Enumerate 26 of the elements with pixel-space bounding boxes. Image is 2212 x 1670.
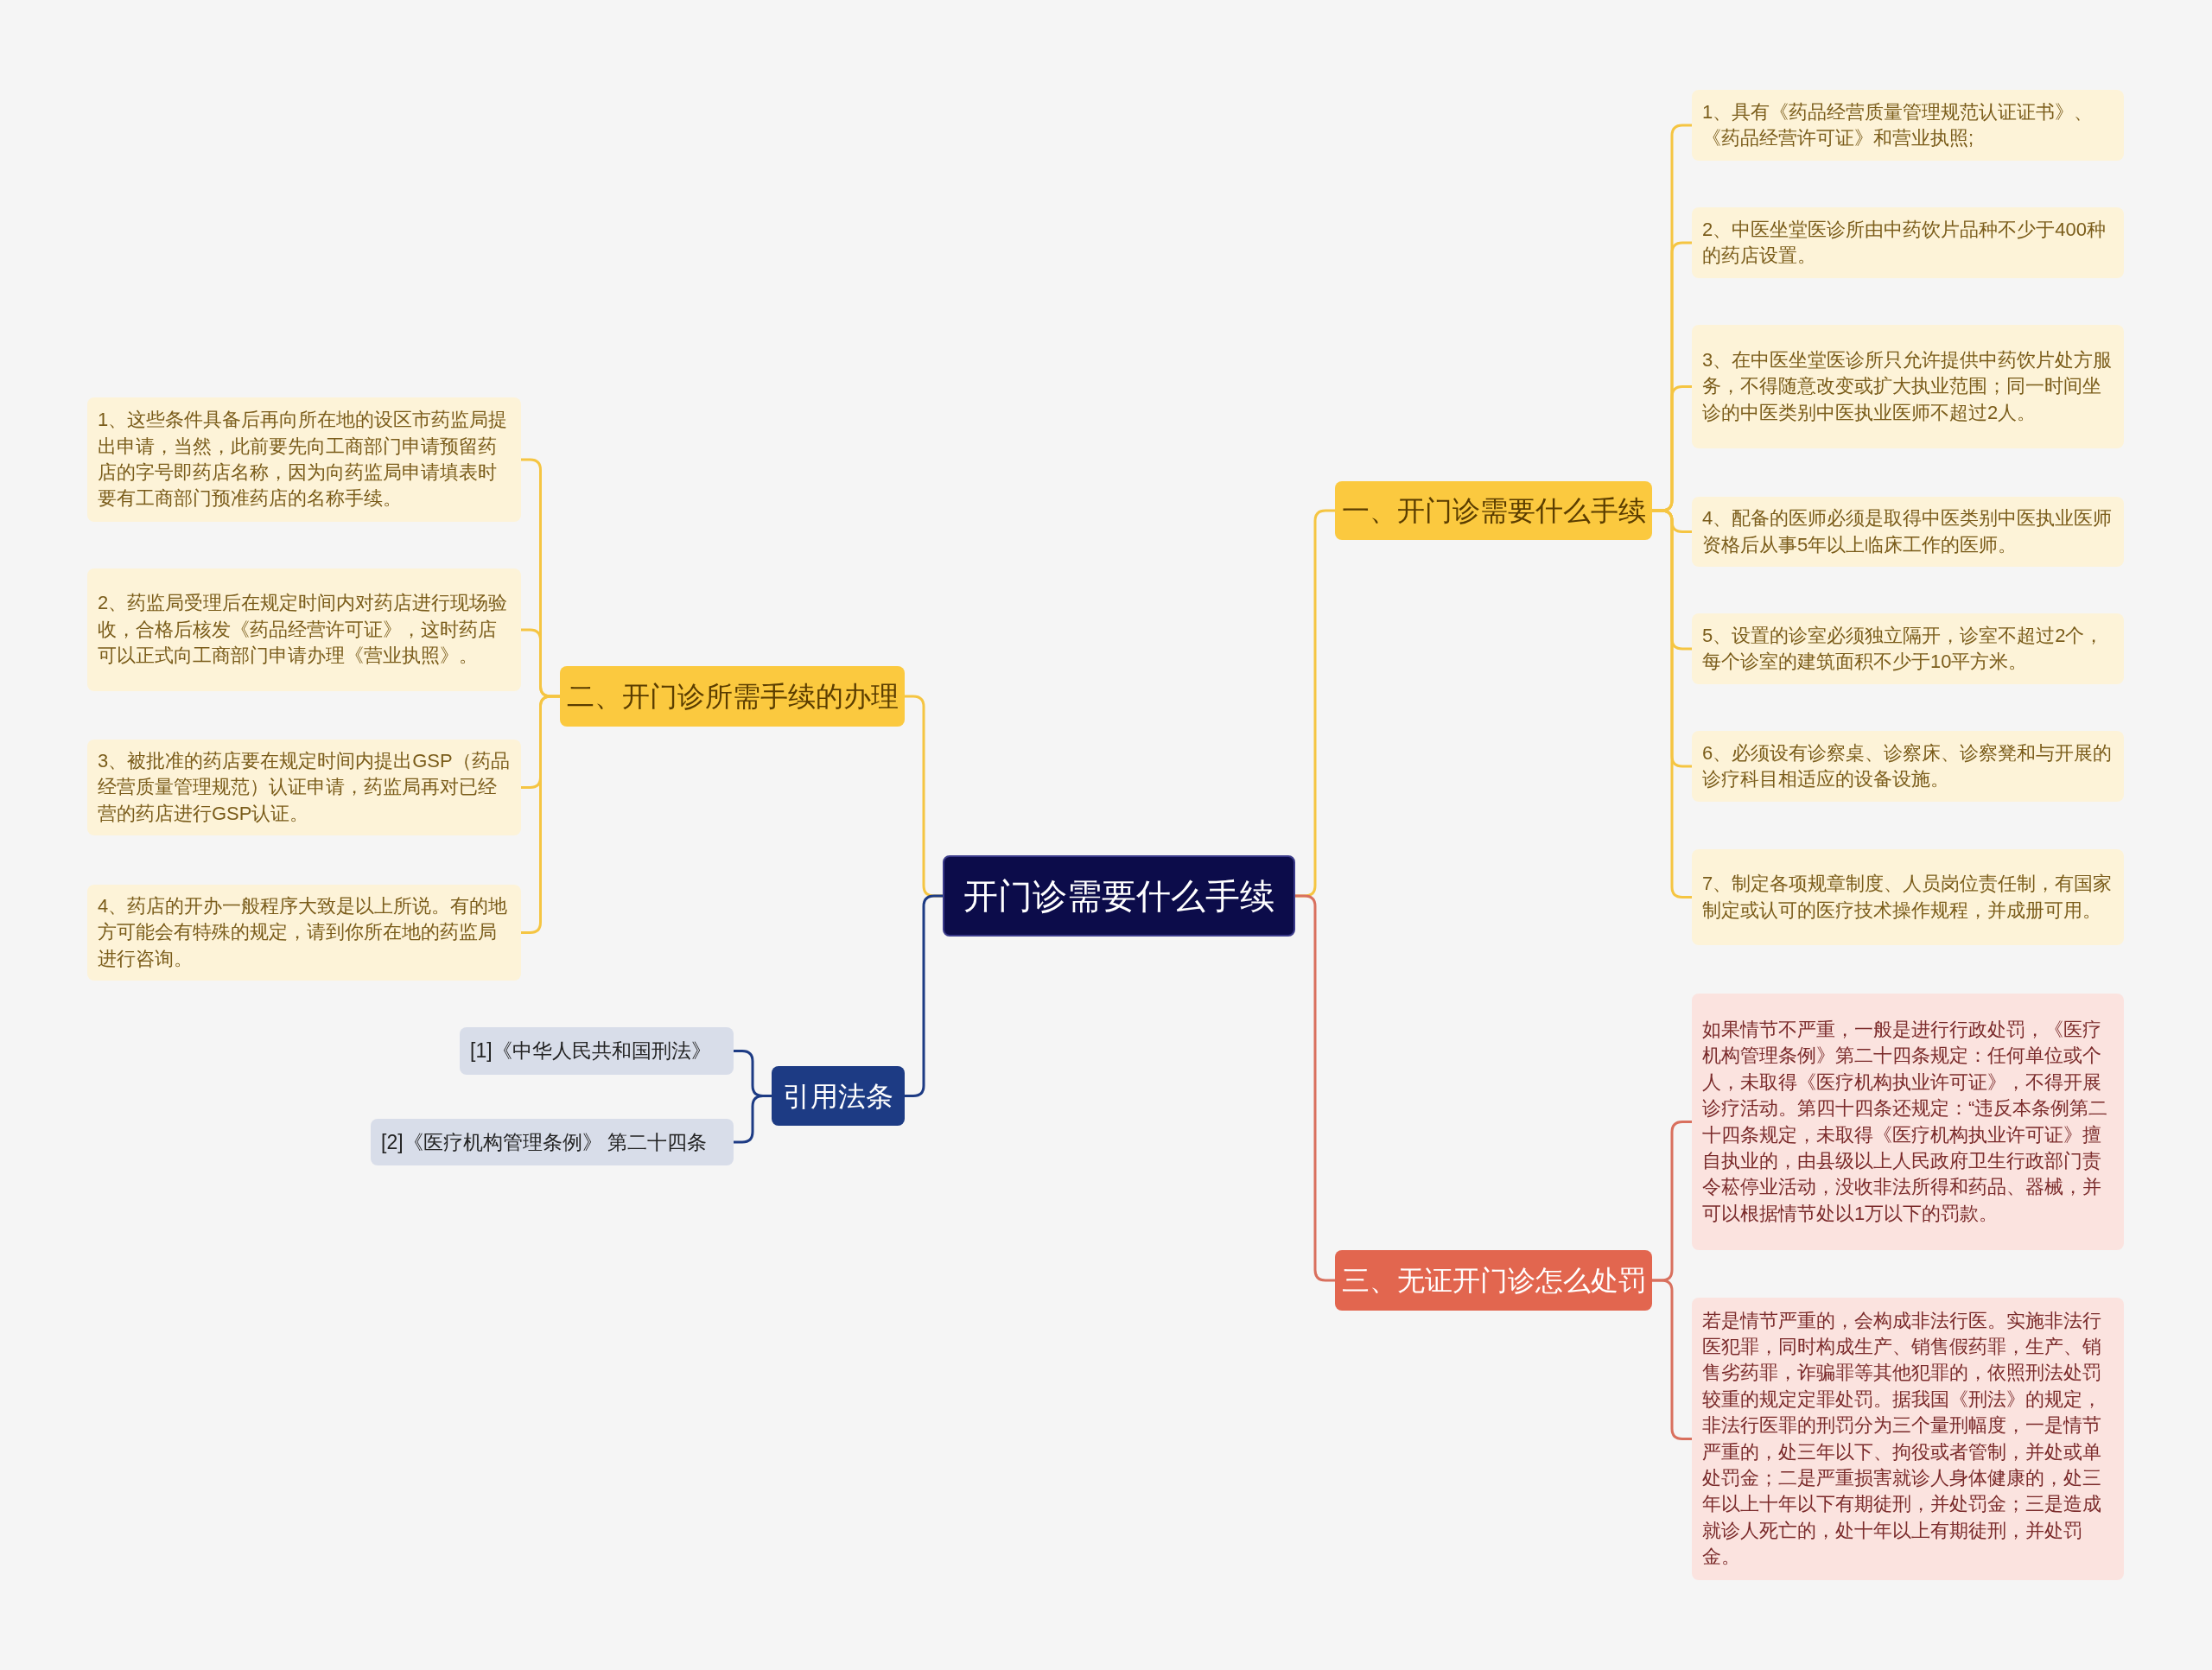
connector: [1652, 509, 1692, 898]
connector: [521, 695, 560, 934]
leaf-note: 6、必须设有诊察桌、诊察床、诊察凳和与开展的诊疗科目相适应的设备设施。: [1692, 731, 2124, 802]
leaf-note: 3、在中医坐堂医诊所只允许提供中药饮片处方服务，不得随意改变或扩大执业范围；同一时间坐诊的中医类别中医执业医师不超过2人。: [1692, 325, 2124, 448]
branch-topic: 二、开门诊所需手续的办理: [560, 666, 905, 727]
central-topic: 开门诊需要什么手续: [943, 855, 1295, 937]
leaf-note: 5、设置的诊室必须独立隔开，诊室不超过2个，每个诊室的建筑面积不少于10平方米。: [1692, 613, 2124, 684]
citation: [2]《医疗机构管理条例》 第二十四条: [371, 1119, 734, 1165]
branch-topic: 引用法条: [772, 1066, 905, 1126]
leaf-note: 1、具有《药品经营质量管理规范认证证书》、《药品经营许可证》和营业执照;: [1692, 90, 2124, 161]
leaf-note: 若是情节严重的，会构成非法行医。实施非法行医犯罪，同时构成生产、销售假药罪，生产、销售劣药罪，诈骗罪等其他犯罪的，依照刑法处罚较重的规定定罪处罚。据我国《刑法》的规定，非法行医罪的刑罚分为三个量刑幅度，一是情节严重的，处三年以下、拘役或者管制，并处或单处罚金；二是严重损害就诊人身体健康的，处三年以上十年以下有期徒刑，并处罚金；三是造成就诊人死亡的，处十年以上有期徒刑，并处罚金。: [1692, 1298, 2124, 1580]
branch-topic: 三、无证开门诊怎么处罚: [1335, 1250, 1652, 1311]
connector: [1295, 894, 1335, 1282]
connector: [905, 894, 943, 1097]
connector: [734, 1095, 772, 1144]
connector: [1652, 1279, 1692, 1440]
leaf-note: 4、配备的医师必须是取得中医类别中医执业医师资格后从事5年以上临床工作的医师。: [1692, 497, 2124, 567]
leaf-note: 1、这些条件具备后再向所在地的设区市药监局提出申请，当然，此前要先向工商部门申请预留药店的字号即药店名称，因为向药监局申请填表时要有工商部门预准药店的名称手续。: [87, 397, 521, 522]
leaf-note: 如果情节不严重，一般是进行行政处罚，《医疗机构管理条例》第二十四条规定：任何单位或个人，未取得《医疗机构执业许可证》，不得开展诊疗活动。第四十四条还规定：“违反本条例第二十四条规定，未取得《医疗机构执业许可证》擅自执业的，由县级以上人民政府卫生行政部门责令菘停业活动，没收非法所得和药品、器械，并可以根据情节处以1万以下的罚款。: [1692, 994, 2124, 1250]
leaf-note: 2、药监局受理后在规定时间内对药店进行现场验收，合格后核发《药品经营许可证》，这时药店可以正式向工商部门申请办理《营业执照》。: [87, 568, 521, 691]
leaf-note: 7、制定各项规章制度、人员岗位责任制，有国家制定或认可的医疗技术操作规程，并成册可用。: [1692, 849, 2124, 945]
branch-topic: 一、开门诊需要什么手续: [1335, 481, 1652, 540]
leaf-note: 3、被批准的药店要在规定时间内提出GSP（药品经营质量管理规范）认证申请，药监局再对已经营的药店进行GSP认证。: [87, 740, 521, 835]
leaf-note: 4、药店的开办一般程序大致是以上所说。有的地方可能会有特殊的规定，请到你所在地的药监局进行咨询。: [87, 885, 521, 981]
leaf-note: 2、中医坐堂医诊所由中药饮片品种不少于400种的药店设置。: [1692, 207, 2124, 278]
citation: [1]《中华人民共和国刑法》: [460, 1027, 734, 1075]
